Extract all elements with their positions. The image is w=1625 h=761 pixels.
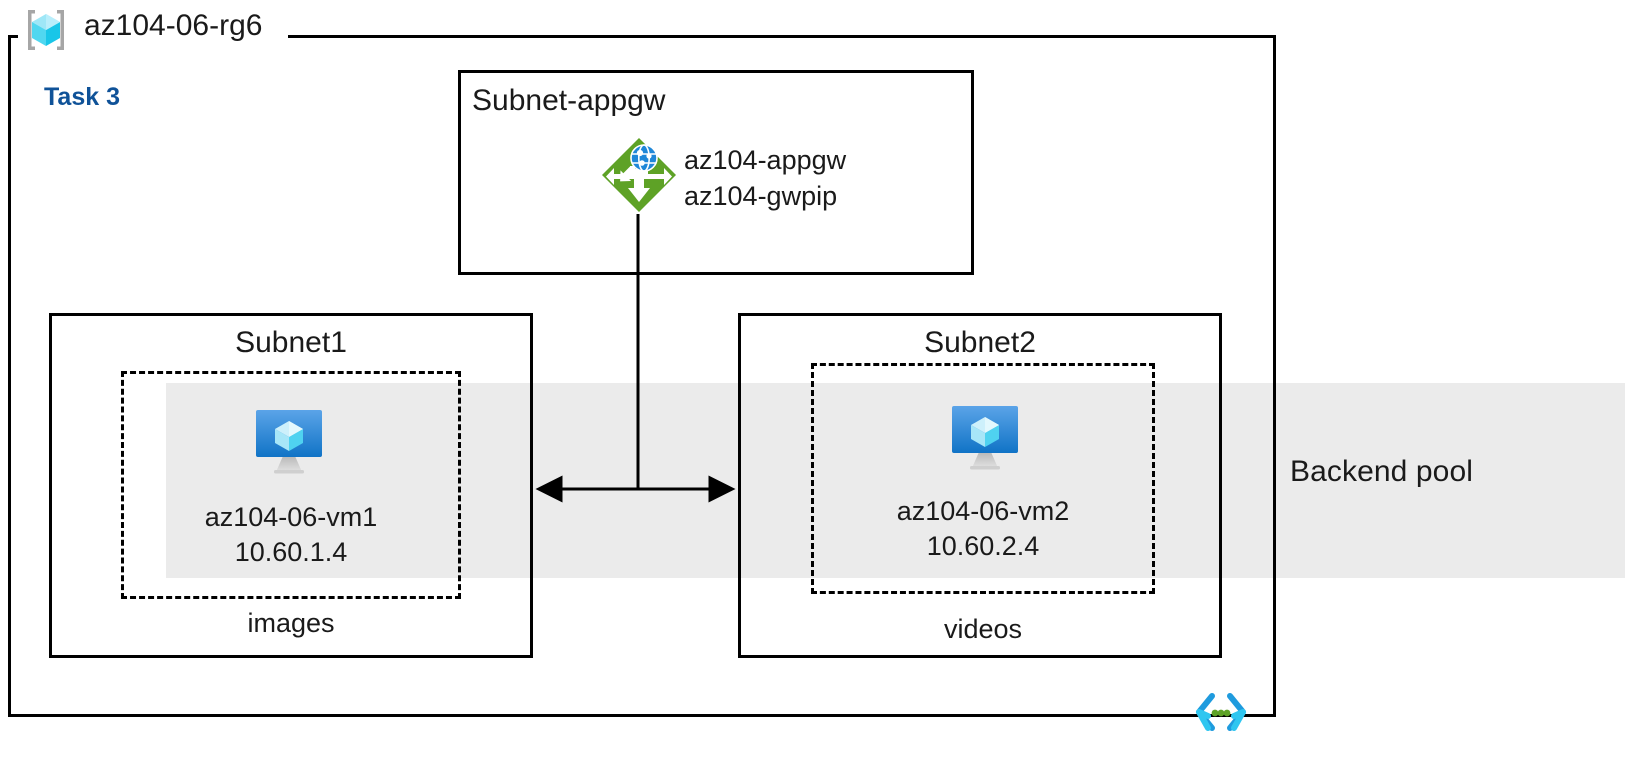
subnet2-box <box>738 313 1222 658</box>
virtual-machine-icon <box>946 396 1024 474</box>
appgw-pip-name: az104-gwpip <box>684 181 838 211</box>
subnet2-sublabel: videos <box>943 614 1023 644</box>
subnet-appgw-box <box>458 70 974 275</box>
backend-pool-band <box>166 383 1625 578</box>
subnet2-vm-ip: 10.60.2.4 <box>926 531 1040 561</box>
subnet1-title: Subnet1 <box>235 326 347 359</box>
subnet2-vm-labels: az104-06-vm2 10.60.2.4 <box>811 494 1155 564</box>
task-label: Task 3 <box>44 83 120 111</box>
subnet1-vm-name: az104-06-vm1 <box>204 502 378 532</box>
backend-pool-label: Backend pool <box>1290 455 1474 488</box>
resource-group-cube-icon <box>22 6 70 54</box>
appgw-name: az104-appgw <box>684 145 847 175</box>
resource-group-title: az104-06-rg6 <box>84 9 263 42</box>
subnet1-box <box>49 313 533 658</box>
subnet-appgw-title: Subnet-appgw <box>472 84 666 117</box>
subnet2-vm-name: az104-06-vm2 <box>896 496 1070 526</box>
virtual-machine-icon <box>250 400 328 478</box>
resource-group-box <box>8 35 1276 717</box>
subnet1-sublabel: images <box>247 608 335 638</box>
application-gateway-labels: az104-appgw az104-gwpip <box>684 142 846 214</box>
subnet2-vm-group <box>811 363 1155 594</box>
application-gateway-icon <box>600 136 678 214</box>
code-brackets-icon <box>1194 692 1248 732</box>
subnet2-title: Subnet2 <box>924 326 1036 359</box>
subnet1-vm-ip: 10.60.1.4 <box>234 537 348 567</box>
subnet1-vm-group <box>121 371 461 599</box>
subnet1-vm-labels: az104-06-vm1 10.60.1.4 <box>121 500 461 570</box>
